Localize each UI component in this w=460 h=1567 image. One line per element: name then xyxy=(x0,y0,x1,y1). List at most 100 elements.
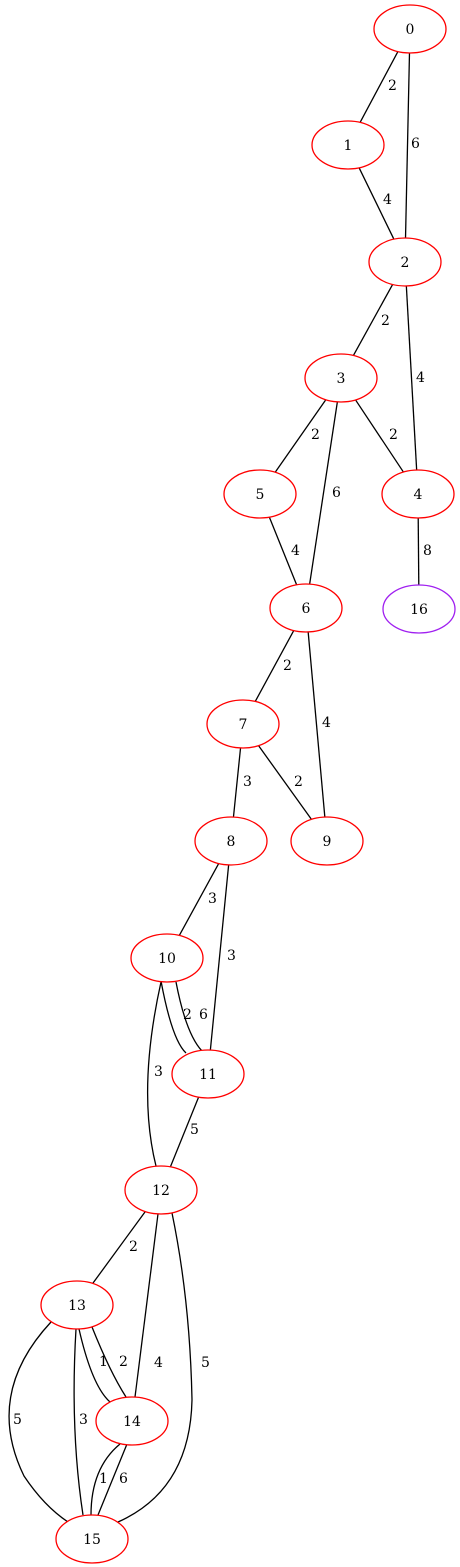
edge-line xyxy=(232,747,242,818)
node-label: 12 xyxy=(152,1183,170,1199)
edge-8-11: 3 xyxy=(209,864,236,1051)
edge-weight-label: 2 xyxy=(119,1354,128,1370)
edge-weight-label: 2 xyxy=(389,427,398,443)
node-ellipse xyxy=(304,353,378,403)
edge-weight-label: 5 xyxy=(13,1412,22,1428)
edge-weight-label: 4 xyxy=(383,192,392,208)
edge-weight-label: 4 xyxy=(322,715,331,731)
edge-3-6: 6 xyxy=(308,401,341,585)
node-ellipse xyxy=(373,4,447,54)
edge-7-8: 3 xyxy=(232,747,252,818)
node-label: 6 xyxy=(302,601,311,617)
edge-line xyxy=(97,1443,128,1516)
edge-line xyxy=(274,399,327,473)
edge-10-11: 6 xyxy=(175,981,208,1052)
node-13: 13 xyxy=(40,1280,114,1330)
edge-weight-label: 6 xyxy=(199,1007,208,1023)
edge-line xyxy=(405,285,418,471)
edge-14-15: 1 xyxy=(90,1443,121,1516)
edge-3-5: 2 xyxy=(274,399,327,473)
node-label: 9 xyxy=(323,834,332,850)
edge-weight-label: 1 xyxy=(99,1354,108,1370)
edge-weight-label: 3 xyxy=(154,1064,163,1080)
node-ellipse xyxy=(130,933,204,983)
node-10: 10 xyxy=(130,933,204,983)
edge-line xyxy=(352,284,394,356)
edge-line xyxy=(8,1321,69,1523)
edge-line xyxy=(417,517,420,586)
node-ellipse xyxy=(311,120,385,170)
edge-line xyxy=(254,630,295,702)
node-6: 6 xyxy=(269,583,343,633)
edge-line xyxy=(73,1328,84,1516)
node-ellipse xyxy=(171,1049,245,1099)
node-label: 14 xyxy=(123,1414,141,1430)
edge-14-15: 6 xyxy=(97,1443,128,1516)
node-14: 14 xyxy=(95,1396,169,1446)
node-label: 0 xyxy=(406,22,415,38)
edge-weight-label: 6 xyxy=(411,136,420,152)
edge-2-3: 2 xyxy=(352,284,394,356)
edge-4-16: 8 xyxy=(417,517,432,586)
edge-weight-label: 2 xyxy=(311,427,320,443)
edge-weight-label: 2 xyxy=(294,774,303,790)
edge-weight-label: 3 xyxy=(79,1412,88,1428)
edge-weight-label: 2 xyxy=(183,1007,192,1023)
edge-7-9: 2 xyxy=(258,745,312,820)
edge-line xyxy=(359,51,399,123)
edge-weight-label: 3 xyxy=(243,774,252,790)
edge-5-6: 4 xyxy=(268,516,300,586)
node-3: 3 xyxy=(304,353,378,403)
node-label: 10 xyxy=(158,951,176,967)
node-label: 5 xyxy=(256,487,265,503)
edge-13-14: 2 xyxy=(91,1326,128,1398)
node-ellipse xyxy=(124,1165,198,1215)
edge-line xyxy=(160,980,187,1054)
edge-12-14: 4 xyxy=(134,1213,163,1398)
edge-line xyxy=(90,1443,121,1516)
node-ellipse xyxy=(368,237,442,287)
edge-line xyxy=(91,1326,127,1398)
node-1: 1 xyxy=(311,120,385,170)
edge-12-13: 2 xyxy=(92,1211,146,1284)
edge-line xyxy=(169,1096,200,1168)
node-ellipse xyxy=(40,1280,114,1330)
node-11: 11 xyxy=(171,1049,245,1099)
node-ellipse xyxy=(55,1514,129,1564)
node-label: 2 xyxy=(401,255,410,271)
edge-6-7: 2 xyxy=(254,630,295,702)
edge-11-12: 5 xyxy=(169,1096,200,1168)
edge-6-9: 4 xyxy=(307,631,331,818)
edge-line xyxy=(355,399,404,473)
edge-0-1: 2 xyxy=(359,51,399,123)
node-label: 7 xyxy=(239,717,248,733)
node-label: 3 xyxy=(337,371,346,387)
node-label: 11 xyxy=(199,1067,217,1083)
node-label: 13 xyxy=(68,1298,86,1314)
edge-weight-label: 2 xyxy=(283,658,292,674)
edge-line xyxy=(78,1328,111,1403)
node-label: 16 xyxy=(410,602,428,618)
node-8: 8 xyxy=(194,816,268,866)
edge-line xyxy=(92,1211,146,1284)
node-ellipse xyxy=(382,584,456,634)
edge-weight-label: 4 xyxy=(154,1355,163,1371)
edge-weight-label: 3 xyxy=(227,948,236,964)
edge-line xyxy=(134,1213,159,1398)
edge-line xyxy=(358,167,395,240)
node-12: 12 xyxy=(124,1165,198,1215)
edge-weight-label: 1 xyxy=(99,1471,108,1487)
node-16: 16 xyxy=(382,584,456,634)
edge-line xyxy=(146,981,162,1167)
edge-weight-label: 2 xyxy=(381,313,390,329)
node-ellipse xyxy=(95,1396,169,1446)
node-0: 0 xyxy=(373,4,447,54)
edge-line xyxy=(178,863,220,936)
node-4: 4 xyxy=(381,469,455,519)
edge-weight-label: 2 xyxy=(388,78,397,94)
edge-weight-label: 6 xyxy=(119,1471,128,1487)
node-5: 5 xyxy=(223,469,297,519)
node-ellipse xyxy=(269,583,343,633)
